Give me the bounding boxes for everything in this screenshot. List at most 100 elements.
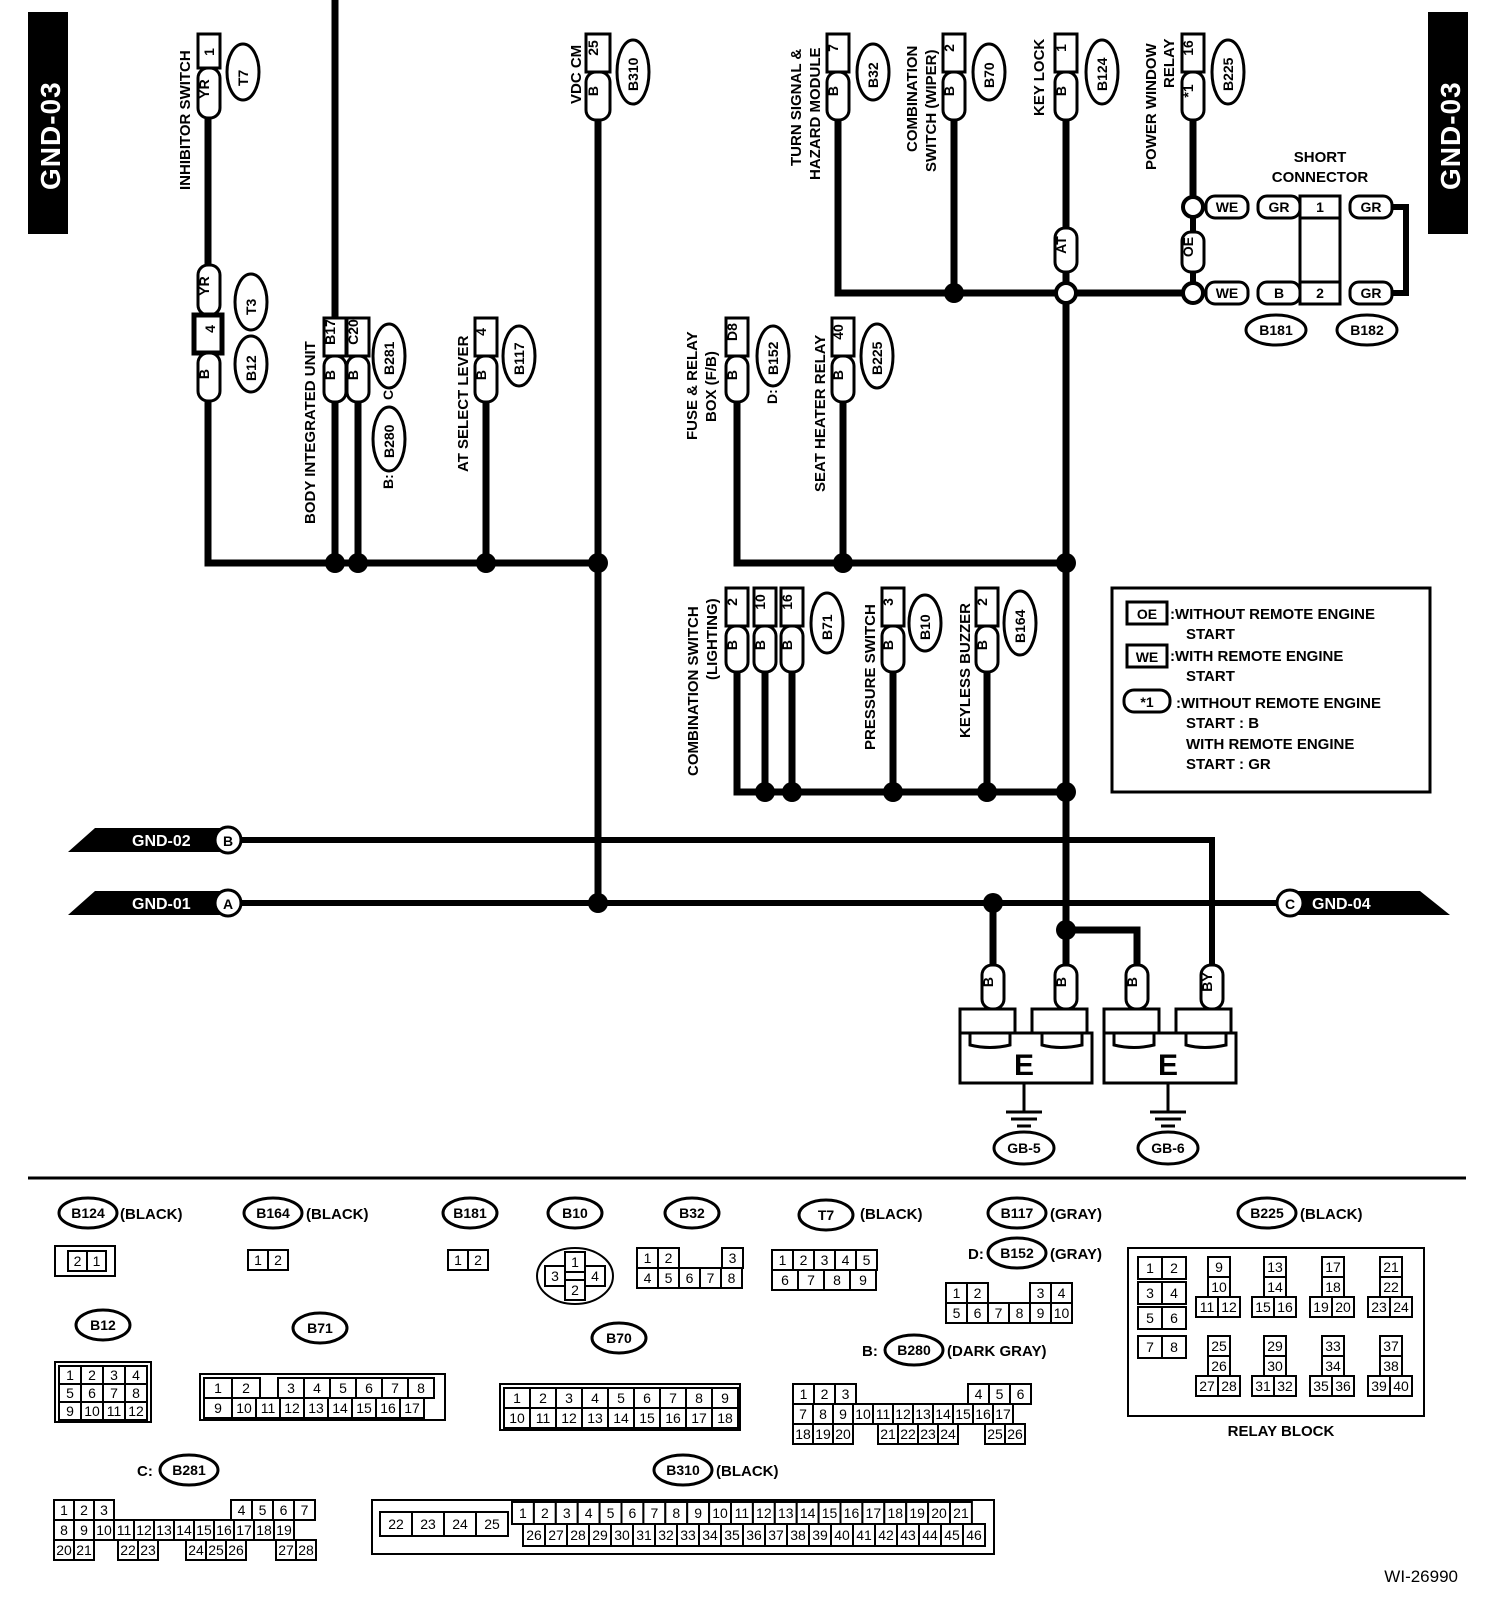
svg-text:B10: B10 [917,614,933,640]
svg-text:WE: WE [1216,285,1239,301]
bus-gnd04: GND-04 C [1275,888,1450,918]
svg-text:AT: AT [1053,236,1069,254]
pin-number: 19 [1313,1299,1329,1315]
svg-text:B280: B280 [897,1342,931,1358]
pin-number: 9 [214,1400,222,1416]
pin-cell [1161,1335,1187,1359]
pin-number: 21 [880,1426,896,1442]
svg-text:OE: OE [1180,237,1196,257]
pin-number: 2 [821,1386,829,1402]
pin-number: 1 [800,1386,808,1402]
pin-cell [564,1279,586,1301]
pin-number: 30 [1267,1358,1283,1374]
pin-number: 21 [76,1542,92,1558]
pin-number: 1 [214,1380,222,1396]
svg-text:T7: T7 [235,69,251,86]
svg-text:B117: B117 [511,342,527,375]
pin-number: 10 [509,1410,525,1426]
pin-number: 4 [975,1386,983,1402]
pin-number: 1 [254,1252,262,1268]
pin-number: 2 [974,1285,982,1301]
pin-cell [295,1539,317,1561]
pin-number: 15 [196,1522,212,1538]
svg-text:GR: GR [1361,285,1382,301]
svg-text:B164: B164 [1012,609,1028,643]
pin-number: 19 [815,1426,831,1442]
pin-cell [1161,1256,1187,1280]
pin-number: 6 [280,1502,288,1518]
pin-number: 33 [680,1527,696,1543]
svg-text:B70: B70 [606,1330,632,1346]
svg-text:B124: B124 [1094,57,1110,91]
pin-number: 5 [607,1505,615,1521]
svg-text:B: B [880,640,896,650]
svg-text:B70: B70 [981,62,997,88]
pin-number: 6 [88,1385,96,1401]
pin-number: 7 [110,1385,118,1401]
pin-number: 2 [541,1505,549,1521]
pin-number: 41 [856,1527,872,1543]
pin-number: 16 [975,1406,991,1422]
pin-number: 8 [728,1270,736,1286]
pin-number: 33 [1325,1338,1341,1354]
pin-number: 3 [110,1367,118,1383]
pin-number: 3 [729,1250,737,1266]
pin-number: 1 [519,1505,527,1521]
pin-number: 5 [1146,1310,1154,1326]
pin-number: 11 [107,1403,122,1419]
svg-text:B225: B225 [1220,57,1236,91]
pin-number: 24 [452,1516,468,1532]
pin-cell [1389,1296,1413,1318]
pin-number: 26 [526,1527,542,1543]
svg-text:B: B [825,86,841,96]
svg-text:(BLACK): (BLACK) [716,1463,778,1480]
pin-number: 14 [935,1406,951,1422]
pin-number: 11 [536,1410,551,1426]
pin-number: 20 [835,1426,851,1442]
pin-number: 3 [563,1505,571,1521]
pin-number: 16 [665,1410,681,1426]
pin-number: 10 [236,1400,252,1416]
pin-number: 1 [779,1252,787,1268]
pin-number: 21 [1383,1259,1399,1275]
svg-text:2: 2 [1316,285,1324,301]
pin-number: 7 [669,1390,677,1406]
pin-number: 1 [454,1252,462,1268]
svg-text:PRESSURE SWITCH: PRESSURE SWITCH [862,604,879,750]
pin-number: 5 [863,1252,871,1268]
svg-text:FUSE & RELAY: FUSE & RELAY [684,331,701,440]
svg-text:16: 16 [779,594,795,610]
pin-number: 26 [1211,1358,1227,1374]
pin-number: 8 [417,1380,425,1396]
body-unit-connector [322,316,371,404]
pin-cell [267,1249,289,1271]
pin-number: 14 [800,1505,816,1521]
pin-number: 40 [834,1527,850,1543]
svg-text:(DARK GRAY): (DARK GRAY) [947,1343,1046,1360]
pin-number: 4 [313,1380,321,1396]
svg-text:B: B [724,640,740,650]
svg-text:B71: B71 [819,614,835,640]
pin-number: 31 [636,1527,652,1543]
pin-number: 1 [644,1250,652,1266]
pin-number: 14 [332,1400,348,1416]
pin-number: 12 [136,1522,152,1538]
pin-cell [832,1423,854,1445]
pin-number: 20 [1335,1299,1351,1315]
svg-text:B: B [223,833,233,849]
pin-number: 7 [391,1380,399,1396]
svg-text:B281: B281 [172,1462,206,1478]
svg-text:3: 3 [880,598,896,606]
pin-number: 20 [56,1542,72,1558]
pin-cell [1009,1383,1032,1405]
seat-heater-connector [830,316,856,404]
pin-number: 9 [839,1406,847,1422]
pin-number: 2 [539,1390,547,1406]
svg-text:WITH REMOTE ENGINE: WITH REMOTE ENGINE [1186,736,1354,753]
pin-number: 5 [665,1270,673,1286]
svg-text:B: B [724,370,740,380]
svg-text:E: E [1158,1049,1178,1082]
svg-text::WITH REMOTE ENGINE: :WITH REMOTE ENGINE [1170,648,1343,665]
pin-number: 22 [1383,1279,1399,1295]
